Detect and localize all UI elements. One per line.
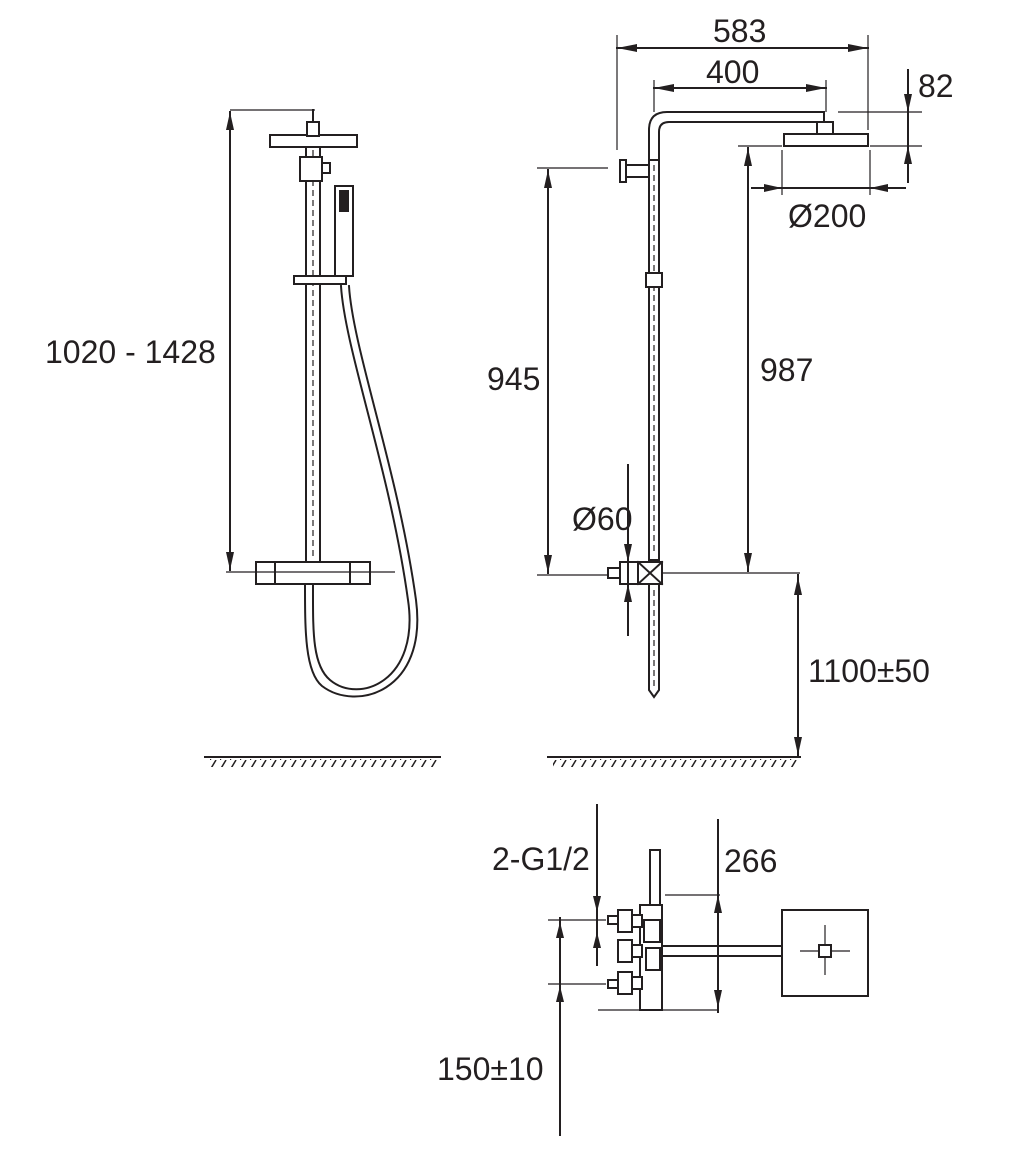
- front-hose: [311, 284, 411, 691]
- dim-label-1100: 1100±50: [808, 653, 930, 689]
- front-floor-hatch: [210, 759, 438, 767]
- dim-label-g12: 2-G1/2: [492, 841, 590, 877]
- side-shower-head-connector: [816, 121, 834, 135]
- top-pipe-stub: [649, 849, 661, 913]
- side-view: 583 400 82 Ø200 945 987: [487, 13, 954, 767]
- front-diverter: [299, 156, 323, 182]
- front-view: 1020 - 1428: [45, 109, 441, 767]
- dim-label-200: Ø200: [788, 198, 866, 234]
- front-thermostat-valve: [255, 561, 371, 585]
- top-shower-head: [781, 909, 869, 997]
- dim-label-400: 400: [706, 54, 759, 90]
- side-floor-hatch: [553, 759, 798, 767]
- dim-label-150: 150±10: [437, 1051, 544, 1087]
- dim-label-583: 583: [713, 13, 766, 49]
- side-shower-head: [783, 133, 869, 147]
- dim-label-60: Ø60: [572, 501, 632, 537]
- top-inlet-middle: [617, 939, 633, 963]
- top-view: 2-G1/2 266 150±10: [437, 804, 869, 1136]
- top-inlet-upper: [617, 909, 633, 933]
- dim-label-82: 82: [918, 68, 954, 104]
- front-slider: [293, 275, 347, 285]
- front-head-connector: [306, 121, 320, 137]
- top-inlet-lower: [617, 971, 633, 995]
- dim-label-987: 987: [760, 352, 813, 388]
- dim-label-945: 945: [487, 361, 540, 397]
- side-shower-arm: [648, 111, 825, 166]
- dim-label-266: 266: [724, 843, 777, 879]
- dim-label-total-height: 1020 - 1428: [45, 334, 216, 370]
